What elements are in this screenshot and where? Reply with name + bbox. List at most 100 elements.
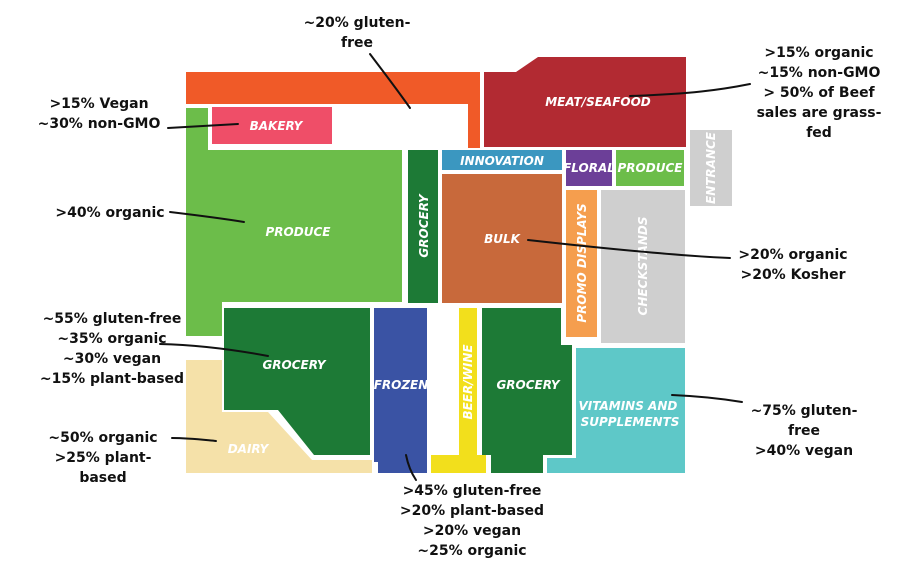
annotation-meat-line-1: >15% organic [764,45,874,61]
annotation-grocery-line-2: ~35% organic [57,331,167,347]
zone-frozen[interactable]: FROZEN [374,308,429,473]
zone-produce-shape [186,108,402,336]
zone-entrance-label: ENTRANCE [704,131,718,204]
annotation-dairy: ~50% organic >25% plant- based [38,428,168,488]
zone-grocery-left-label: GROCERY [262,358,326,372]
zone-produce-small-label: PRODUCE [618,161,684,175]
zone-grocery-aisle[interactable]: GROCERY [408,150,438,303]
zone-deli[interactable]: DELI [186,72,480,148]
leader-bakery [167,123,239,129]
annotation-produce: >40% organic [48,203,172,223]
zone-meat-seafood[interactable]: MEAT/SEAFOOD [484,57,686,147]
leader-bulk [527,239,731,259]
zone-promo-displays-label: PROMO DISPLAYS [575,203,589,322]
annotation-frozen: >45% gluten-free >20% plant-based >20% v… [392,481,552,561]
zone-checkstands[interactable]: CHECKSTANDS [601,190,685,343]
zone-bulk[interactable]: BULK [442,174,562,303]
zone-bulk-shape [442,174,562,303]
zone-bulk-label: BULK [484,232,522,246]
leader-grocery [159,343,269,357]
zone-bakery-label: BAKERY [250,119,304,133]
zone-grocery-right[interactable]: GROCERY [482,308,572,473]
leader-meat [629,83,751,97]
zone-produce-small[interactable]: PRODUCE [616,150,684,186]
annotation-bulk-line-1: >20% organic [738,247,848,263]
zone-promo-displays-shape [566,190,597,337]
zone-produce-small-shape [616,150,684,186]
annotation-dairy-line-1: ~50% organic [48,430,158,446]
annotation-bakery-line-1: >15% Vegan [49,96,149,112]
annotation-frozen-line-2: >20% plant-based [399,503,545,519]
zone-vitamins-label-line-1: VITAMINS AND [578,399,677,413]
leader-produce [169,211,245,223]
annotation-bakery-line-2: ~30% non-GMO [37,116,161,132]
zone-grocery-aisle-label: GROCERY [417,193,431,257]
annotation-frozen-line-1: >45% gluten-free [402,483,542,499]
zone-grocery-left[interactable]: GROCERY [224,308,370,455]
annotation-frozen-line-3: >20% vegan [422,523,522,539]
zone-dairy-shape [186,360,372,473]
zone-produce[interactable]: PRODUCE [186,108,402,336]
annotation-vitamins-line-3: >40% vegan [754,443,854,459]
zone-bakery[interactable]: BAKERY [212,107,332,144]
zone-grocery-aisle-shape [408,150,438,303]
zone-floral-shape [566,150,612,186]
annotation-vitamins-line-1: ~75% gluten- [750,403,858,419]
zone-innovation-label: INNOVATION [460,154,544,168]
leader-deli [369,53,411,109]
zone-dairy[interactable]: DAIRY [186,360,372,473]
zone-vitamins-shape [547,348,685,473]
annotation-meat: >15% organic ~15% non-GMO > 50% of Beef … [745,43,893,143]
zone-dairy-label: DAIRY [228,442,270,456]
annotation-meat-line-5: fed [806,125,832,141]
leader-vitamins [671,394,743,403]
zone-bakery-shape [212,107,332,144]
annotation-deli: ~20% gluten- free [292,13,422,53]
annotation-produce-line-1: >40% organic [55,205,165,221]
zone-frozen-shape [374,308,427,473]
annotation-vitamins: ~75% gluten- free >40% vegan [740,401,868,461]
annotation-vitamins-line-2: free [788,423,820,439]
zone-frozen-label: FROZEN [374,378,429,392]
leader-frozen [405,454,417,481]
annotation-grocery-line-1: ~55% gluten-free [42,311,182,327]
zone-innovation-shape [442,150,562,170]
annotation-bulk: >20% organic >20% Kosher [730,245,856,285]
zone-checkstands-shape [601,190,685,343]
annotation-dairy-line-2: >25% plant- [54,450,152,466]
annotation-frozen-line-4: ~25% organic [417,543,527,559]
zone-grocery-right-label: GROCERY [496,378,560,392]
zone-meat-seafood-shape [484,57,686,147]
annotation-leaders [159,53,751,481]
zone-beer-wine-label: BEER/WINE [461,344,475,420]
zone-produce-label: PRODUCE [266,225,332,239]
annotation-dairy-line-3: based [79,470,127,486]
zone-deli-label: DELI [395,105,426,119]
zone-floral-label: FLORAL [563,161,615,175]
annotation-grocery: ~55% gluten-free ~35% organic ~30% vegan… [38,309,186,389]
zone-deli-shape [186,72,480,148]
zone-floral[interactable]: FLORAL [563,150,615,186]
zone-entrance[interactable]: ENTRANCE [690,130,732,206]
zone-innovation[interactable]: INNOVATION [442,150,562,170]
zone-vitamins[interactable]: VITAMINS AND SUPPLEMENTS [547,348,685,473]
zone-beer-wine[interactable]: BEER/WINE [431,308,486,473]
zone-grocery-left-shape [224,308,370,455]
annotation-deli-line-2: free [341,35,373,51]
annotation-meat-line-2: ~15% non-GMO [757,65,881,81]
annotation-deli-line-1: ~20% gluten- [303,15,411,31]
zone-checkstands-label: CHECKSTANDS [636,217,650,316]
annotation-grocery-line-4: ~15% plant-based [39,371,185,387]
annotation-meat-line-4: sales are grass- [756,105,882,121]
annotation-meat-line-3: > 50% of Beef [763,85,875,101]
leader-dairy [171,437,217,442]
zone-grocery-right-shape [482,308,572,473]
zone-vitamins-label-line-2: SUPPLEMENTS [581,415,680,429]
zone-vitamins-label: VITAMINS AND SUPPLEMENTS [578,399,681,429]
annotation-bakery: >15% Vegan ~30% non-GMO [32,94,166,134]
zone-meat-seafood-label: MEAT/SEAFOOD [545,95,651,109]
annotation-bulk-line-2: >20% Kosher [740,267,846,283]
zone-promo-displays[interactable]: PROMO DISPLAYS [566,190,597,337]
zone-entrance-shape [690,130,732,206]
